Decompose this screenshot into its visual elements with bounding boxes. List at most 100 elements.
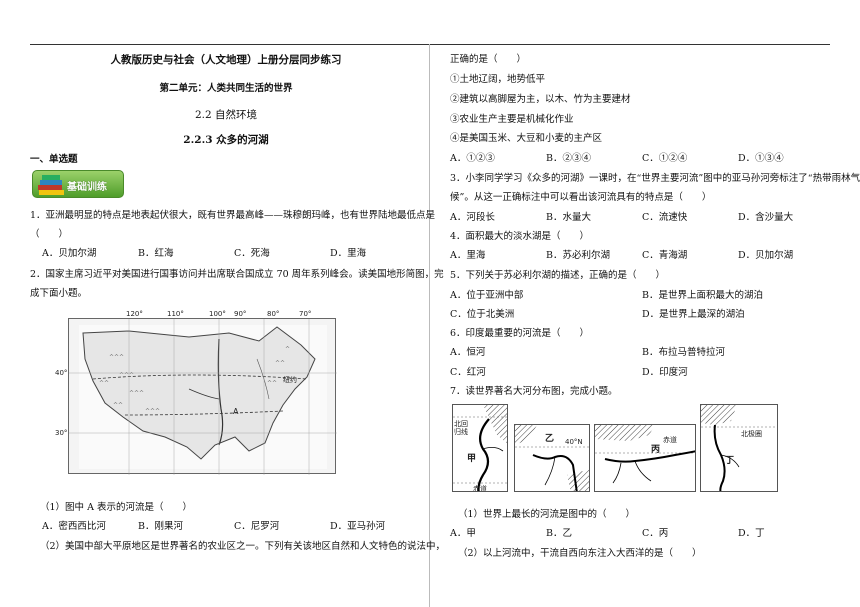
jia-label-tropic2: 归线 (454, 428, 468, 436)
river-map-yi: 乙 40°N (514, 424, 590, 492)
q7-sub1-option-b[interactable]: B．乙 (546, 528, 572, 539)
column-divider (429, 44, 430, 607)
q6-option-d[interactable]: D．印度河 (642, 367, 688, 378)
subsection-title: 2.2.3 众多的河湖 (183, 134, 269, 146)
q3-stem-cont: 候”。从这一正确标注中可以看出该河流具有的特点是（ ） (450, 192, 712, 203)
q2-sub2-option-d[interactable]: D．①③④ (738, 153, 784, 164)
q4-options: A．里海 B．苏必利尔湖 C．青海湖 D．贝加尔湖 (450, 247, 834, 261)
bing-label-equator: 赤道 (663, 436, 677, 444)
bing-label-river: 丙 (651, 445, 661, 455)
q2-sub1-option-b[interactable]: B．刚果河 (138, 521, 183, 532)
q1-options: A．贝加尔湖 B．红海 C．死海 D．里海 (42, 245, 426, 259)
map-lon-110: 110° (167, 310, 184, 318)
q7-sub1-option-c[interactable]: C．丙 (642, 528, 669, 539)
q7-sub2: （2）以上河流中，干流自西向东注入大西洋的是（ ） (458, 548, 702, 559)
svg-text:^^^: ^^^ (145, 408, 160, 415)
part-heading: 一、单选题 (30, 154, 78, 165)
map-lon-80: 80° (267, 310, 280, 318)
q1-option-a[interactable]: A．贝加尔湖 (42, 248, 97, 259)
q2-sub2-option-b[interactable]: B．②③④ (546, 153, 591, 164)
badge-label: 基础训练 (67, 182, 107, 193)
map-lat-30: 30° (55, 429, 68, 437)
q2-sub2-option-a[interactable]: A．①②③ (450, 153, 495, 164)
q2-sub2: （2）美国中部大平原地区是世界著名的农业区之一。下列有关该地区自然和人文特色的说… (40, 541, 446, 552)
usa-map-drawing: ^^^^^^ ^^^^^ ^^^^^ ^^^^ ^ (69, 319, 337, 475)
q2-stem-cont: 成下面小题。 (30, 288, 88, 299)
yi-label-river: 乙 (545, 434, 555, 444)
map-lon-70: 70° (299, 310, 312, 318)
header-rule (30, 44, 830, 45)
q5-options-row1: A．位于亚洲中部 B．是世界上面积最大的湖泊 (450, 287, 834, 301)
q6-option-c[interactable]: C．红河 (450, 367, 486, 378)
svg-text:^^: ^^ (267, 380, 277, 387)
q7-sub1: （1）世界上最长的河流是图中的（ ） (458, 509, 636, 520)
map-point-a: A (233, 407, 239, 416)
river-map-jia: 北回 归线 甲 赤道 (452, 404, 508, 492)
q5-options-row2: C．位于北美洲 D．是世界上最深的湖泊 (450, 306, 834, 320)
yi-label-lat: 40°N (565, 438, 583, 446)
q1-option-d[interactable]: D．里海 (330, 248, 367, 259)
q2-item-1: ①土地辽阔，地势低平 (450, 74, 546, 85)
svg-text:^^: ^^ (275, 360, 285, 367)
q1-option-c[interactable]: C．死海 (234, 248, 270, 259)
q7-stem: 7．读世界著名大河分布图，完成小题。 (450, 386, 618, 397)
q2-sub2-option-c[interactable]: C．①②④ (642, 153, 688, 164)
river-map-bing: 赤道 丙 (594, 424, 696, 492)
svg-text:^: ^ (285, 346, 290, 353)
q4-option-d[interactable]: D．贝加尔湖 (738, 250, 794, 261)
q3-option-d[interactable]: D．含沙量大 (738, 212, 794, 223)
usa-terrain-map: ^^^^^^ ^^^^^ ^^^^^ ^^^^ ^ 120° 110° 100°… (55, 310, 337, 475)
svg-text:^^^: ^^^ (109, 354, 124, 361)
map-lon-120: 120° (126, 310, 143, 318)
q3-stem: 3．小李同学学习《众多的河湖》一课时，在“世界主要河流”图中的亚马孙河旁标注了“… (450, 173, 860, 184)
q2-item-2: ②建筑以高脚屋为主，以木、竹为主要建材 (450, 94, 631, 105)
q2-item-4: ④是美国玉米、大豆和小麦的主产区 (450, 133, 603, 144)
q2-stem: 2．国家主席习近平对美国进行国事访问并出席联合国成立 70 周年系列峰会。读美国… (30, 269, 444, 280)
q7-sub1-option-d[interactable]: D．丁 (738, 528, 765, 539)
q2-sub1-option-c[interactable]: C．尼罗河 (234, 521, 280, 532)
q5-option-b[interactable]: B．是世界上面积最大的湖泊 (642, 290, 763, 301)
svg-text:^^^: ^^^ (119, 372, 134, 379)
section-title: 2.2 自然环境 (194, 109, 258, 121)
q2-sub1-options: A．密西西比河 B．刚果河 C．尼罗河 D．亚马孙河 (42, 518, 426, 532)
q3-option-a[interactable]: A．河段长 (450, 212, 495, 223)
map-city-newyork: 纽约 (283, 376, 297, 384)
q5-option-d[interactable]: D．是世界上最深的湖泊 (642, 309, 745, 320)
q7-sub1-options: A．甲 B．乙 C．丙 D．丁 (450, 525, 834, 539)
q2-item-3: ③农业生产主要是机械化作业 (450, 114, 574, 125)
q3-option-b[interactable]: B．水量大 (546, 212, 591, 223)
q6-stem: 6．印度最重要的河流是（ ） (450, 328, 590, 339)
river-map-yi-drawing (515, 425, 589, 491)
svg-text:^^: ^^ (113, 402, 123, 409)
map-lon-100: 100° (209, 310, 226, 318)
q2-sub1-option-a[interactable]: A．密西西比河 (42, 521, 106, 532)
jia-label-tropic: 北回 (454, 420, 468, 428)
jia-label-equator: 赤道 (473, 485, 487, 492)
books-icon (38, 175, 64, 195)
q6-option-a[interactable]: A．恒河 (450, 347, 486, 358)
svg-text:^^^: ^^^ (129, 390, 144, 397)
q1-stem: 1．亚洲最明显的特点是地表起伏很大，既有世界最高峰——珠穆朗玛峰，也有世界陆地最… (30, 210, 436, 221)
q4-option-a[interactable]: A．里海 (450, 250, 486, 261)
map-lon-90: 90° (234, 310, 247, 318)
doc-title: 人教版历史与社会（人文地理）上册分层同步练习 (110, 54, 342, 66)
q1-stem-cont: （ ） (30, 229, 69, 240)
svg-text:^^: ^^ (99, 380, 109, 387)
river-map-ding: 北极圈 丁 (700, 404, 778, 492)
q2-cont-line: 正确的是（ ） (450, 54, 527, 65)
q6-options-row1: A．恒河 B．布拉马普特拉河 (450, 344, 834, 358)
q7-sub1-option-a[interactable]: A．甲 (450, 528, 476, 539)
q1-option-b[interactable]: B．红海 (138, 248, 174, 259)
q5-stem: 5．下列关于苏必利尔湖的描述，正确的是（ ） (450, 270, 666, 281)
q5-option-c[interactable]: C．位于北美洲 (450, 309, 515, 320)
unit-title: 第二单元：人类共同生活的世界 (159, 83, 293, 94)
map-lat-40: 40° (55, 369, 68, 377)
q6-option-b[interactable]: B．布拉马普特拉河 (642, 347, 725, 358)
q2-sub1-option-d[interactable]: D．亚马孙河 (330, 521, 386, 532)
basic-training-badge: 基础训练 (32, 170, 124, 198)
q3-option-c[interactable]: C．流速快 (642, 212, 688, 223)
q4-option-c[interactable]: C．青海湖 (642, 250, 688, 261)
q5-option-a[interactable]: A．位于亚洲中部 (450, 290, 524, 301)
q4-option-b[interactable]: B．苏必利尔湖 (546, 250, 610, 261)
q3-options: A．河段长 B．水量大 C．流速快 D．含沙量大 (450, 209, 834, 223)
